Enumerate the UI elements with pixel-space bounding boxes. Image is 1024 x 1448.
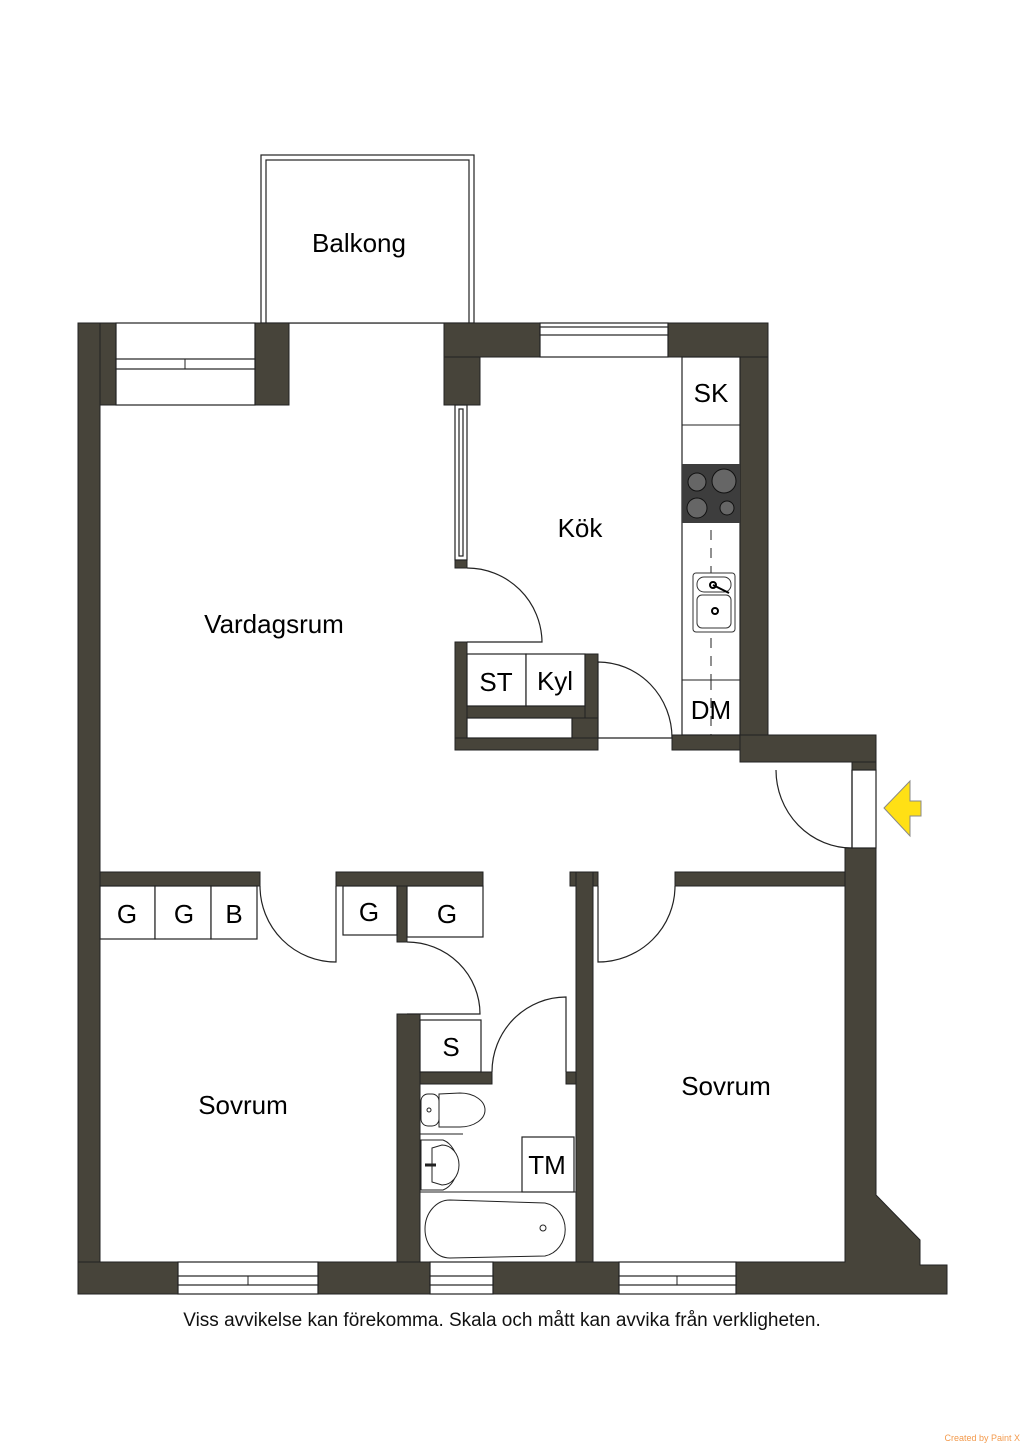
label-closet: G bbox=[174, 899, 194, 929]
toilet-icon bbox=[420, 1092, 486, 1128]
room-label-bedroom-right: Sovrum bbox=[681, 1071, 771, 1101]
doors bbox=[259, 567, 853, 1073]
label-pantry: SK bbox=[694, 378, 729, 408]
stove-icon bbox=[682, 464, 740, 523]
label-freezer: ST bbox=[479, 667, 512, 697]
kitchen-counter bbox=[681, 356, 741, 736]
fixture-boxes bbox=[99, 653, 586, 1193]
walls bbox=[77, 322, 948, 1295]
label-closet: B bbox=[225, 899, 242, 929]
sink-icon bbox=[692, 572, 736, 633]
room-label-kitchen: Kök bbox=[558, 513, 604, 543]
label-closet: G bbox=[117, 899, 137, 929]
entry-arrow-icon bbox=[883, 779, 922, 838]
room-label-living-room: Vardagsrum bbox=[204, 609, 344, 639]
washbasin-icon bbox=[420, 1139, 460, 1191]
balcony bbox=[260, 154, 475, 324]
bathtub-icon bbox=[424, 1199, 566, 1259]
room-label-bedroom-left: Sovrum bbox=[198, 1090, 288, 1120]
label-washer: TM bbox=[528, 1150, 566, 1180]
disclaimer: Viss avvikelse kan förekomma. Skala och … bbox=[183, 1310, 821, 1331]
label-closet: G bbox=[437, 899, 457, 929]
room-label-balcony: Balkong bbox=[312, 228, 406, 258]
label-storage: S bbox=[442, 1032, 459, 1062]
windows bbox=[115, 322, 877, 1295]
label-dishwasher: DM bbox=[691, 695, 731, 725]
credit: Created by Paint X bbox=[944, 1433, 1020, 1443]
label-closet: G bbox=[359, 897, 379, 927]
label-fridge: Kyl bbox=[537, 666, 573, 696]
